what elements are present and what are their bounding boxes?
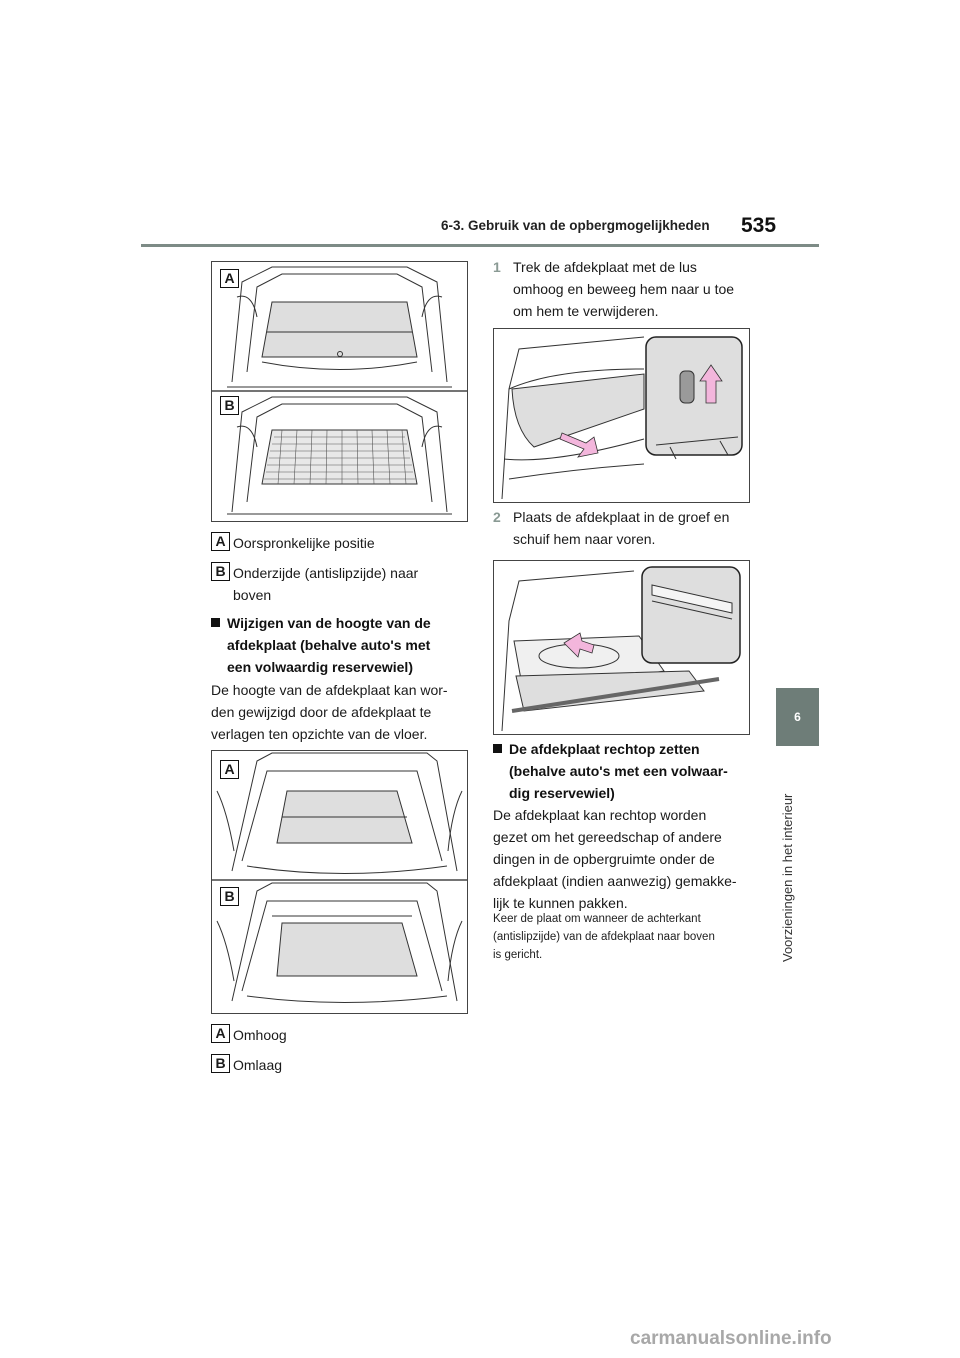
watermark: carmanualsonline.info	[630, 1328, 832, 1349]
figure-cover-height: A B	[211, 750, 468, 1014]
step-number: 2	[493, 509, 501, 525]
paragraph-upright: De afdekplaat kan rechtop worden gezet o…	[493, 807, 737, 911]
chapter-tab: 6	[776, 688, 819, 746]
caption-label-b: B	[211, 562, 230, 581]
figure-label-b: B	[220, 396, 239, 415]
chapter-title: Voorzieningen in het interieur	[780, 793, 795, 962]
note-flip-cover: Keer de plaat om wanneer de achterkant (…	[493, 913, 715, 961]
heading-change-height: Wijzigen van de hoogte van de afdekplaat…	[211, 612, 471, 678]
figure-slide-groove	[493, 560, 750, 735]
caption-up: Omhoog	[233, 1027, 287, 1043]
figure-label-b: B	[220, 887, 239, 906]
step-1: 1 Trek de afdekplaat met de lus omhoog e…	[493, 256, 763, 322]
illustration-remove-cover	[501, 336, 743, 500]
figure-label-a: A	[220, 269, 239, 288]
caption-down: Omlaag	[233, 1057, 283, 1073]
caption-label-a: A	[211, 532, 230, 551]
figure-cover-positions: A B	[211, 261, 468, 522]
paragraph-change-height: De hoogte van de afdekplaat kan wor- den…	[211, 682, 448, 742]
caption-underside-line2: boven	[233, 587, 272, 603]
illustration-trunk-cover-sides	[212, 266, 467, 515]
illustration-insert-cover	[501, 566, 741, 732]
step-number: 1	[493, 259, 501, 275]
chapter-title-vertical: Voorzieningen in het interieur	[780, 762, 816, 962]
illustration-trunk-height	[212, 752, 467, 1003]
header-rule	[141, 244, 819, 247]
heading-upright: De afdekplaat rechtop zetten (behalve au…	[493, 738, 763, 804]
caption-original-position: Oorspronkelijke positie	[233, 535, 375, 551]
heading-bullet	[493, 744, 502, 753]
caption-label-b: B	[211, 1054, 230, 1073]
heading-bullet	[211, 618, 220, 627]
caption-label-a: A	[211, 1024, 230, 1043]
section-title: 6-3. Gebruik van de opbergmogelijkheden	[441, 218, 710, 233]
caption-underside-line1: Onderzijde (antislipzijde) naar	[233, 565, 419, 581]
step-2: 2 Plaats de afdekplaat in de groef en sc…	[493, 506, 763, 550]
figure-label-a: A	[220, 760, 239, 779]
page-number: 535	[741, 214, 777, 237]
figure-pull-loop	[493, 328, 750, 503]
